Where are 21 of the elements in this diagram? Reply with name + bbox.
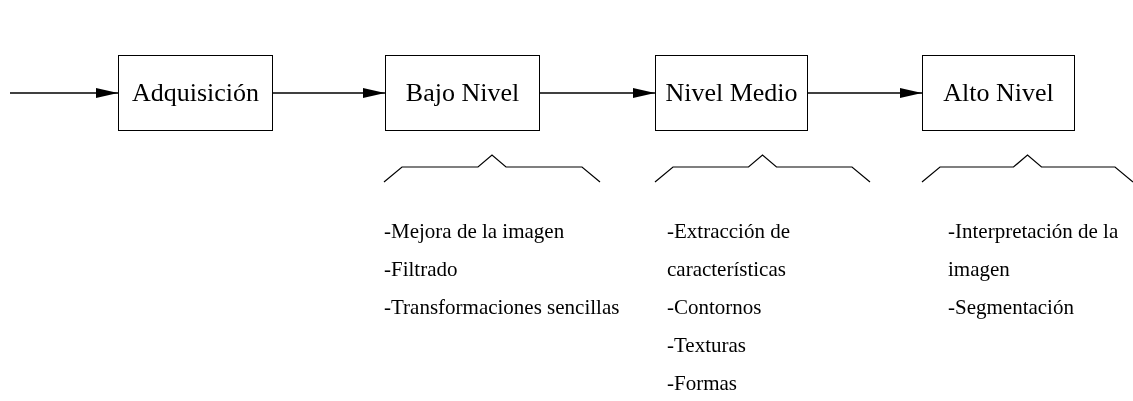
process-box	[922, 55, 1075, 131]
list-item: -Segmentación	[948, 294, 1075, 321]
process-box	[118, 55, 273, 131]
list-item: -Filtrado	[384, 256, 459, 283]
arrow	[539, 88, 656, 98]
list-item: -Contornos	[667, 294, 763, 321]
box-label: Nivel Medio	[665, 78, 798, 108]
box-label: Bajo Nivel	[405, 78, 520, 108]
arrow	[9, 88, 119, 98]
arrow	[272, 88, 386, 98]
box-label: Adquisición	[131, 78, 260, 108]
list-item: -Texturas	[667, 332, 747, 359]
list-item: -Transformaciones sencillas	[384, 294, 621, 321]
process-box	[655, 55, 808, 131]
list-item: -Formas	[667, 370, 738, 397]
process-box	[385, 55, 540, 131]
list-item: -Mejora de la imagen	[384, 218, 566, 245]
arrow	[807, 88, 923, 98]
list-item: -Interpretación de la imagen	[948, 218, 1120, 283]
box-label: Alto Nivel	[943, 78, 1054, 108]
list-item: -Extracción de características	[667, 218, 792, 283]
